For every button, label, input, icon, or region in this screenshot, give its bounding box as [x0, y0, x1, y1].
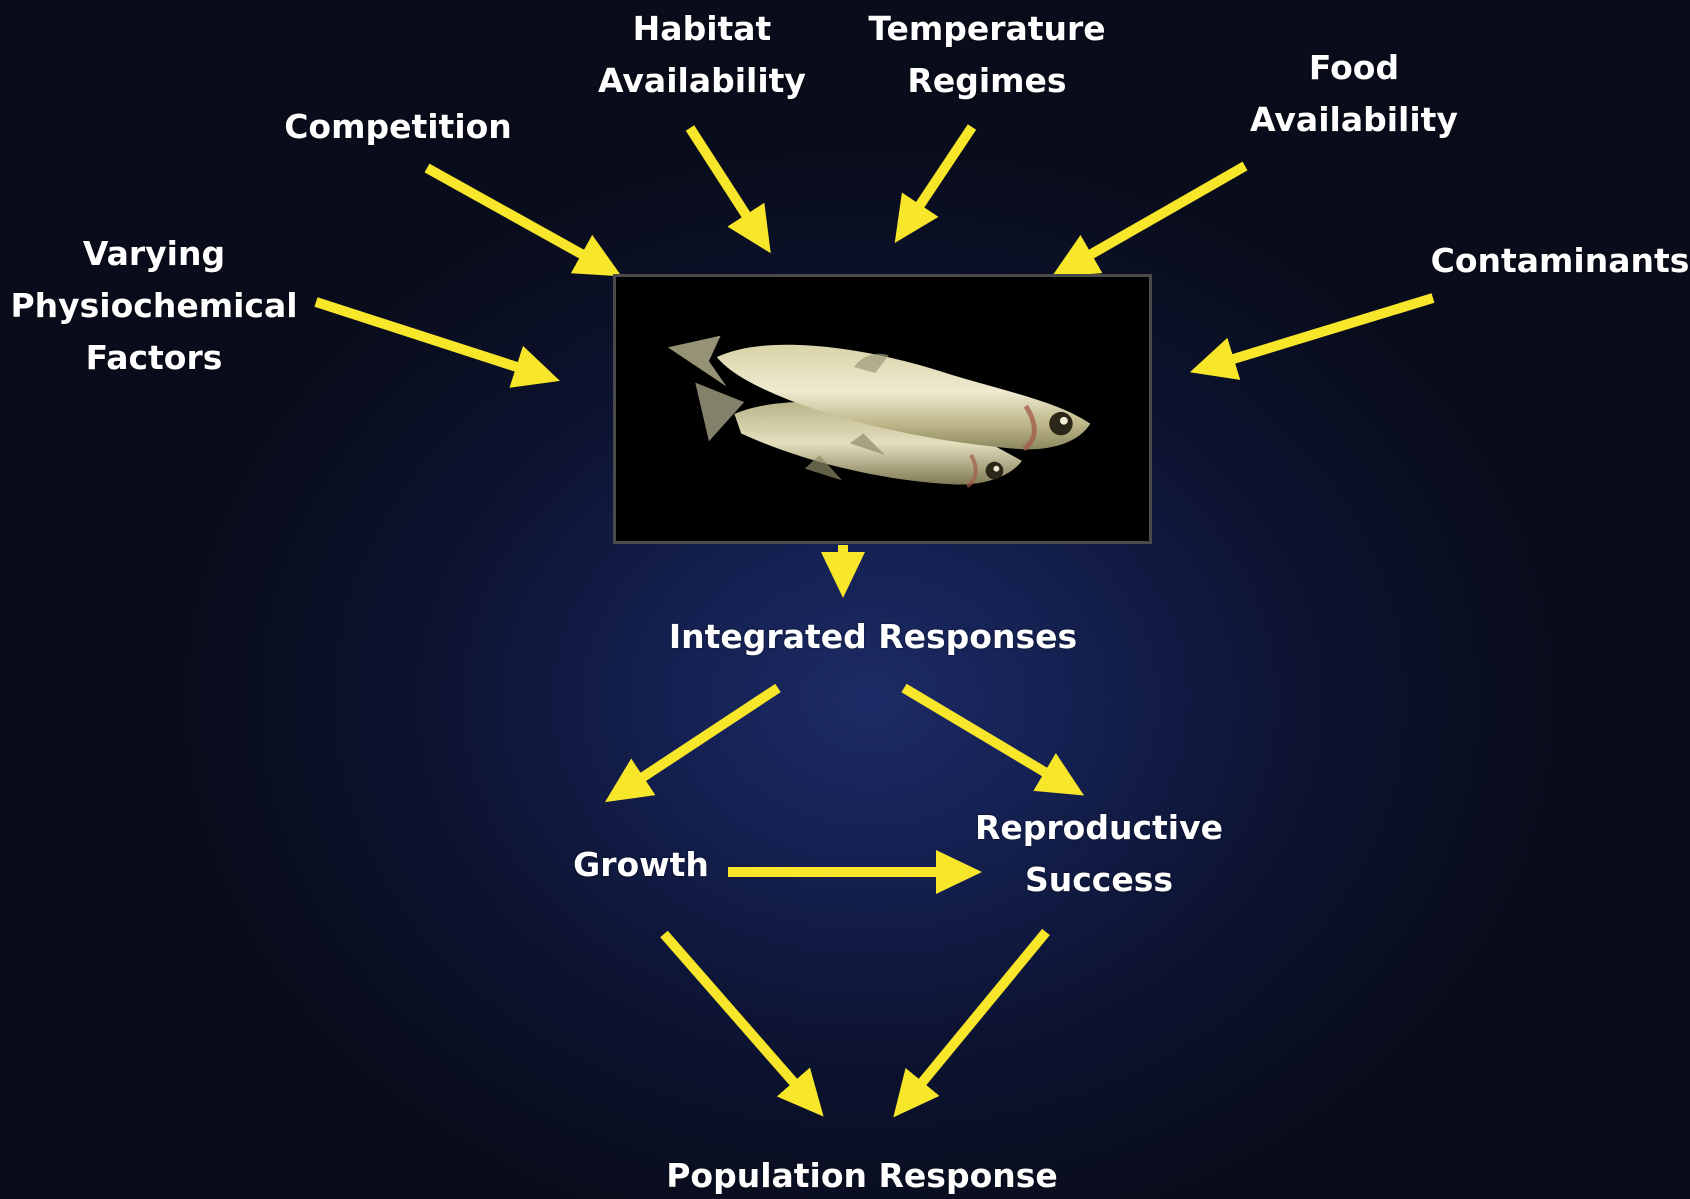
arrow-habitat: [690, 128, 748, 218]
arrow-temperature: [918, 127, 972, 208]
label-population-response: Population Response: [666, 1150, 1058, 1199]
arrow-physiochemical: [316, 302, 520, 368]
label-reproductive-success: Reproductive Success: [975, 802, 1223, 906]
label-temperature-regimes: Temperature Regimes: [868, 3, 1105, 107]
label-food-availability: Food Availability: [1250, 42, 1458, 146]
arrow-to-reproductive: [904, 688, 1048, 774]
label-competition: Competition: [284, 101, 512, 153]
arrow-reproductive-to-population: [920, 932, 1046, 1085]
arrow-growth-to-population: [664, 934, 796, 1085]
arrow-food: [1088, 166, 1245, 256]
label-physiochemical-factors: Varying Physiochemical Factors: [10, 228, 297, 384]
fish-illustration: [616, 277, 1149, 541]
label-contaminants: Contaminants: [1431, 235, 1690, 287]
label-habitat-availability: Habitat Availability: [598, 3, 806, 107]
arrow-to-growth: [640, 688, 778, 779]
arrow-contaminants: [1230, 298, 1433, 360]
label-integrated-responses: Integrated Responses: [669, 611, 1077, 663]
fish-photo: [613, 274, 1152, 544]
label-growth: Growth: [573, 839, 709, 891]
arrow-competition: [427, 168, 585, 256]
